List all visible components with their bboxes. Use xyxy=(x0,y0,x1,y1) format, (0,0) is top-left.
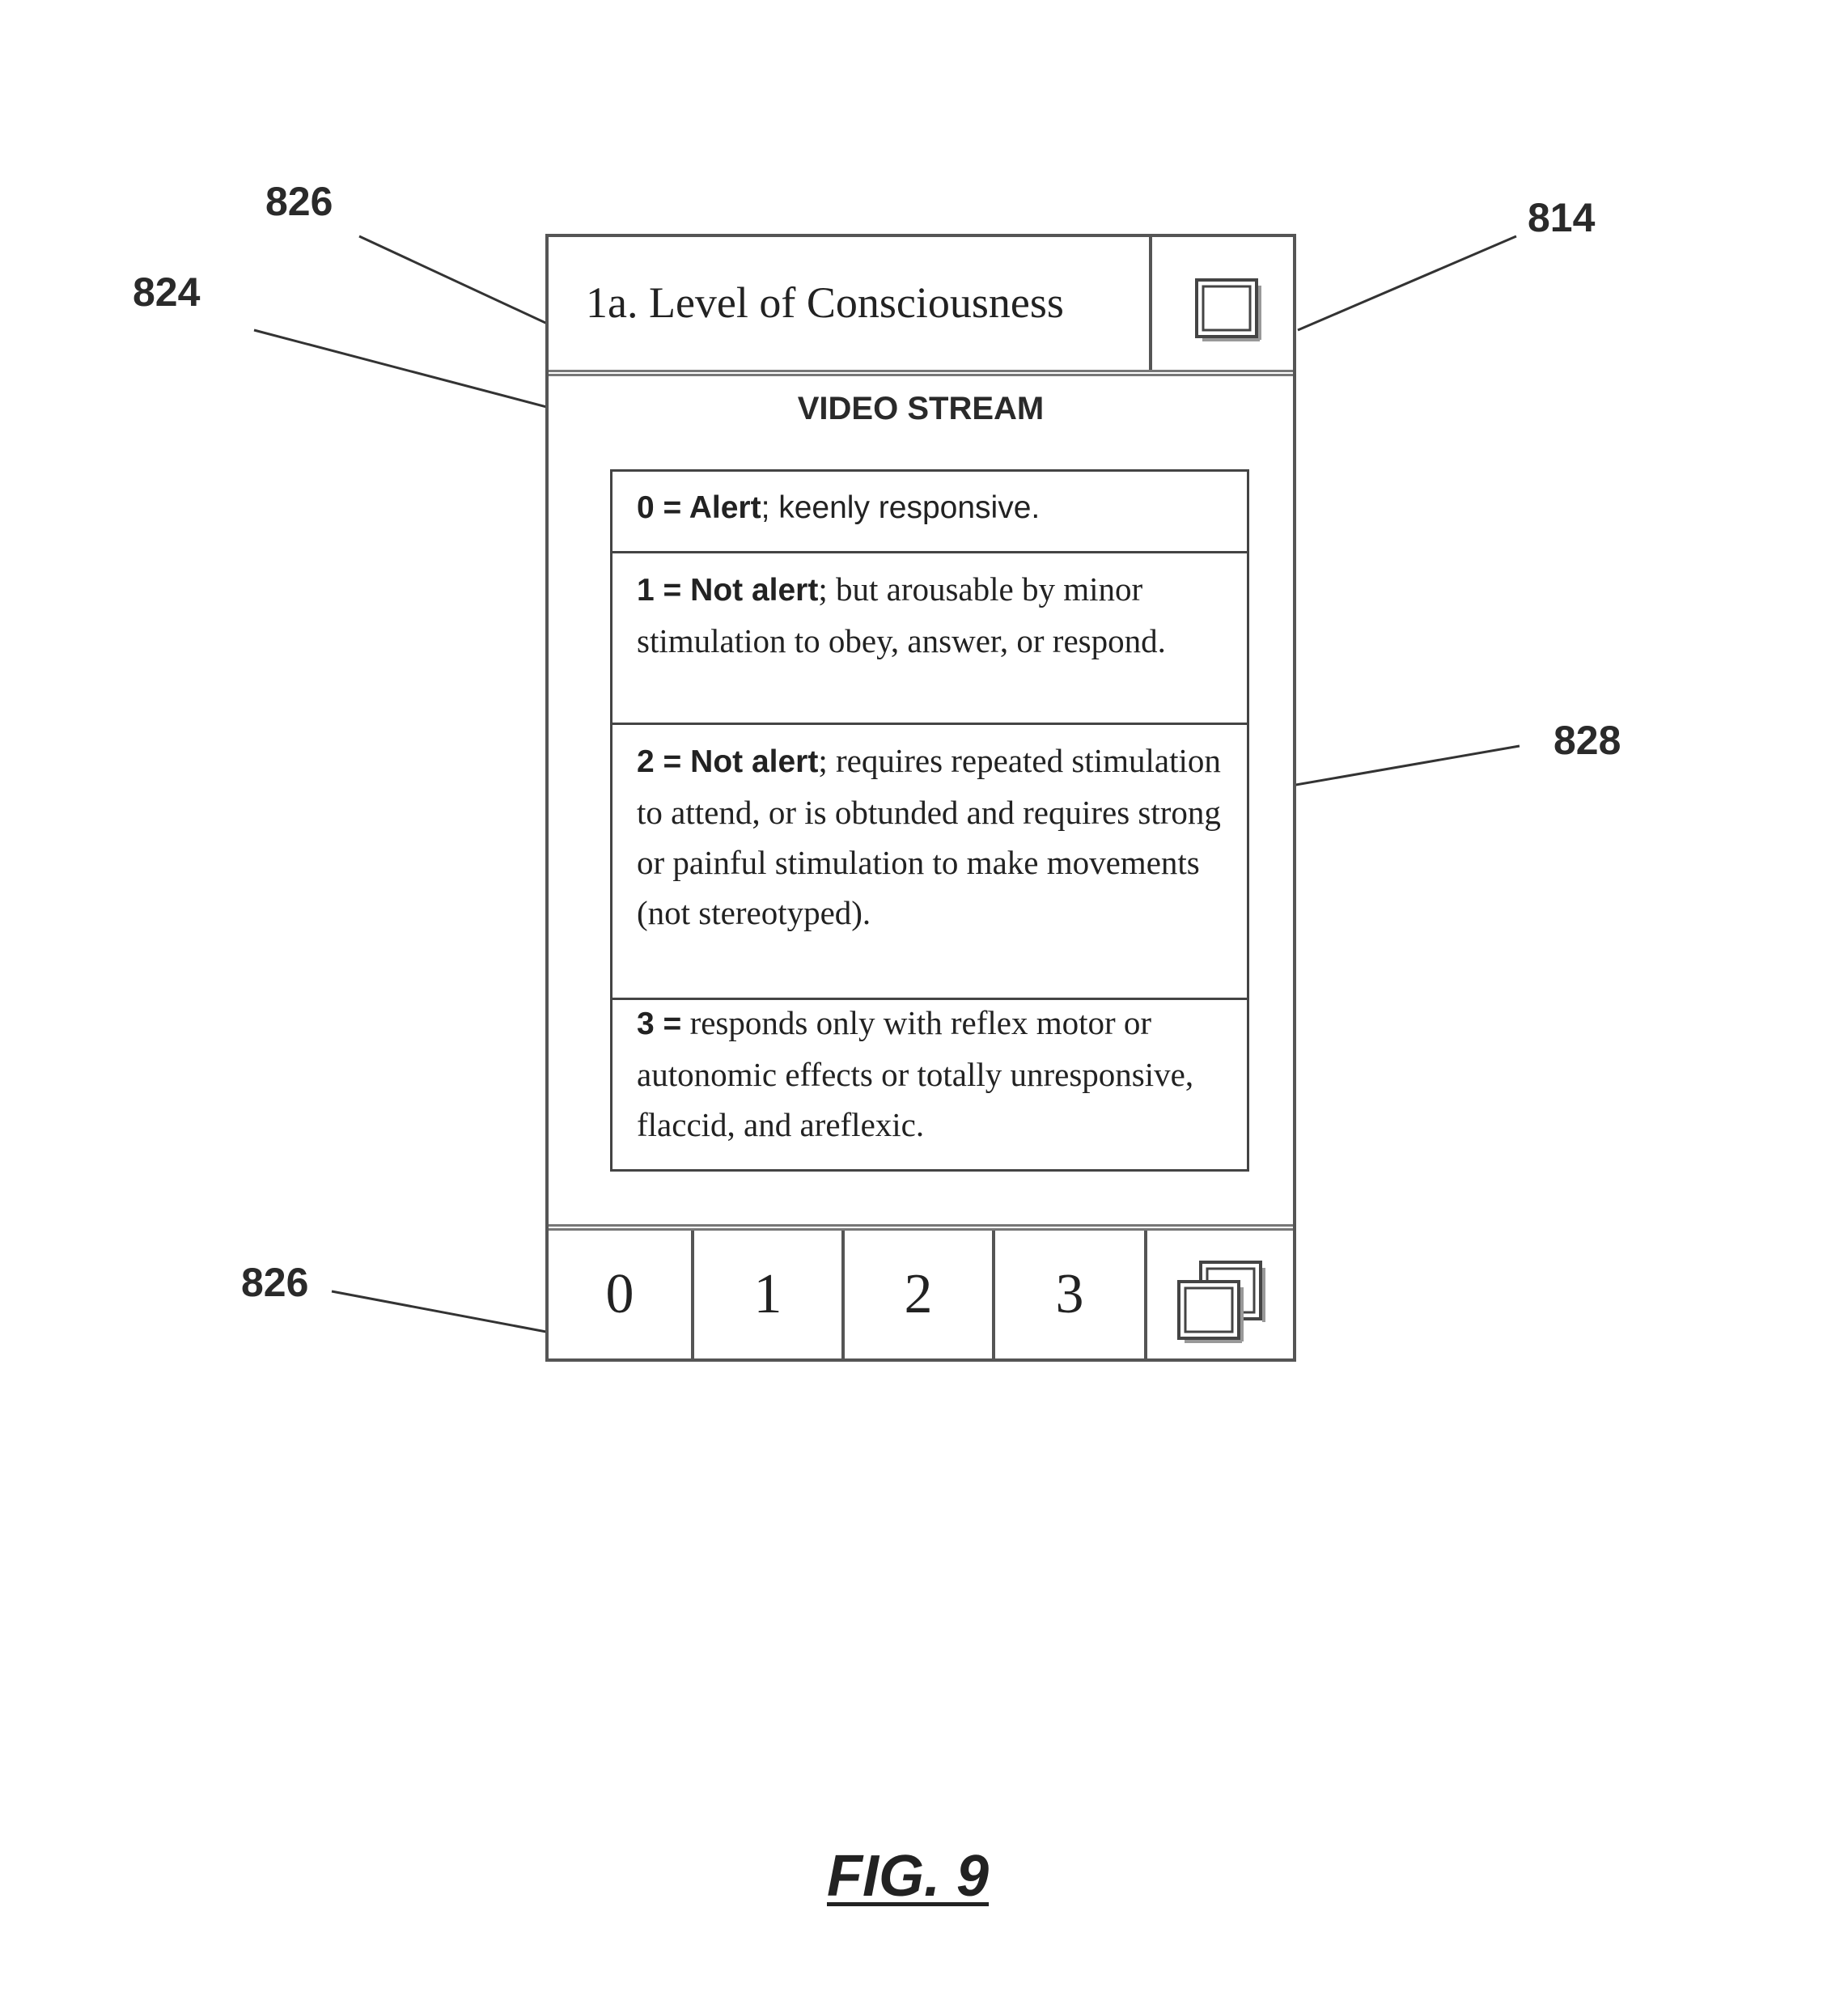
panel-header: 1a. Level of Consciousness xyxy=(549,237,1293,376)
score-2-name: Not alert xyxy=(681,744,818,779)
score-0-desc: ; keenly responsive. xyxy=(761,490,1041,525)
score-row-0: 0 = Alert; keenly responsive. xyxy=(612,481,1247,533)
score-2-number: 2 = xyxy=(637,744,681,779)
page-title: 1a. Level of Consciousness xyxy=(586,278,1064,328)
expand-button[interactable] xyxy=(1152,237,1293,370)
score-row-2: 2 = Not alert; requires repeated stimula… xyxy=(612,735,1247,938)
score-row-0-text: 0 = Alert; keenly responsive. xyxy=(637,481,1223,533)
callout-824-video: 824 xyxy=(133,272,200,312)
score-3-number: 3 = xyxy=(637,1007,681,1041)
score-button-0[interactable]: 0 xyxy=(549,1231,691,1358)
score-button-2[interactable]: 2 xyxy=(845,1231,992,1358)
score-row-1: 1 = Not alert; but arousable by minor st… xyxy=(612,564,1247,666)
figure-label: FIG. 9 xyxy=(827,1843,989,1909)
window-maximize-icon xyxy=(1194,278,1262,342)
score-0-name: Alert xyxy=(681,490,761,525)
score-row-1-text: 1 = Not alert; but arousable by minor st… xyxy=(637,564,1223,666)
score-1-number: 1 = xyxy=(637,573,681,608)
score-row-2-text: 2 = Not alert; requires repeated stimula… xyxy=(637,735,1223,938)
score-button-3[interactable]: 3 xyxy=(995,1231,1144,1358)
score-0-number: 0 = xyxy=(637,490,681,525)
score-1-name: Not alert xyxy=(681,573,818,608)
row-divider xyxy=(612,551,1247,553)
callout-814-expand: 814 xyxy=(1528,197,1595,238)
score-button-bar: 0 1 2 3 xyxy=(549,1224,1293,1358)
score-3-desc: responds only with reflex motor or auton… xyxy=(637,1004,1193,1143)
score-button-1[interactable]: 1 xyxy=(694,1231,841,1358)
assessment-panel: 1a. Level of Consciousness VIDEO STREAM … xyxy=(545,234,1296,1362)
score-row-3-text: 3 = responds only with reflex motor or a… xyxy=(637,998,1223,1150)
row-divider xyxy=(612,723,1247,725)
callout-826-footer: 826 xyxy=(241,1262,308,1303)
window-cascade-icon xyxy=(1176,1260,1265,1344)
score-description-table: 0 = Alert; keenly responsive. 1 = Not al… xyxy=(610,469,1249,1172)
leader-line-814 xyxy=(1298,236,1516,330)
callout-826-header: 826 xyxy=(265,181,333,222)
score-row-3: 3 = responds only with reflex motor or a… xyxy=(612,998,1247,1150)
callout-828-table: 828 xyxy=(1553,720,1621,761)
video-stream-label: VIDEO STREAM xyxy=(549,391,1293,427)
cascade-windows-button[interactable] xyxy=(1147,1231,1293,1358)
